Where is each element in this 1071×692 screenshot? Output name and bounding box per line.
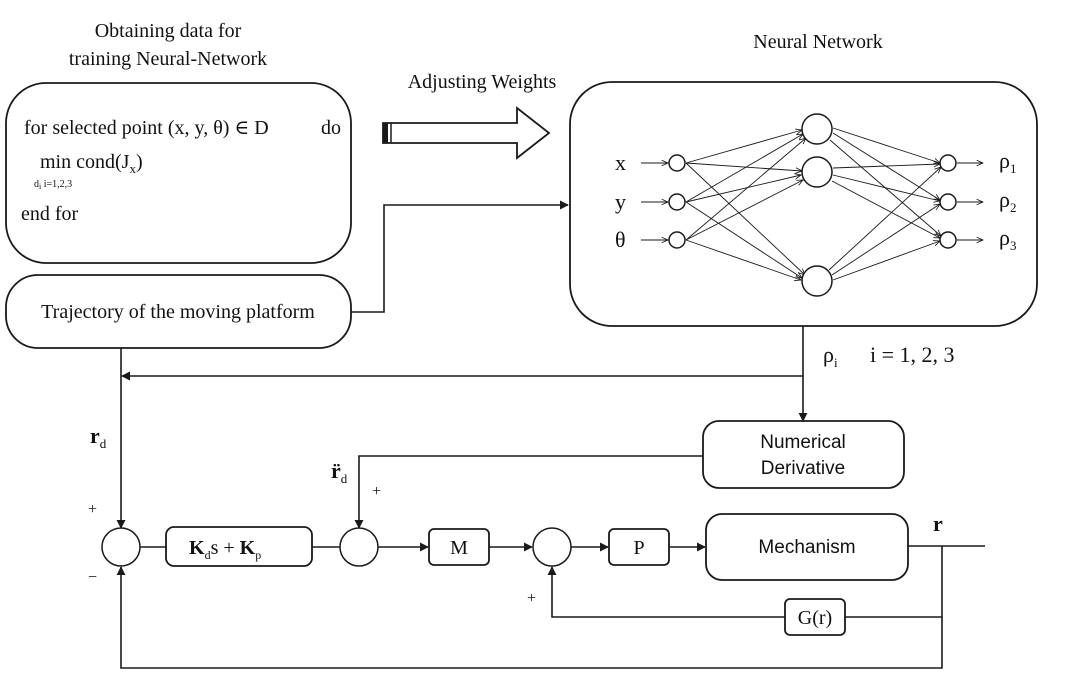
algorithm-line3: end for: [21, 203, 79, 225]
nn-input-node-1: [668, 154, 686, 172]
summing-junction-3: [532, 527, 572, 567]
adjusting-weights-arrow: [382, 106, 551, 160]
trajectory-label: Trajectory of the moving platform: [41, 301, 315, 323]
nn-output-rho2: ρ2: [999, 187, 1016, 215]
algorithm-box: [5, 82, 352, 264]
sum1-plus-sign: +: [88, 501, 97, 518]
m-block-label: M: [450, 537, 468, 559]
nn-hidden-node-3: [801, 265, 833, 297]
nn-output-layer: ρ1 ρ2 ρ3: [939, 148, 1016, 253]
g-to-sum3-line: [547, 566, 785, 618]
mechanism-block: [705, 513, 909, 581]
algorithm-do: do: [321, 117, 341, 139]
nn-title: Neural Network: [753, 31, 882, 53]
nn-hidden-node-1: [801, 113, 833, 145]
nn-input-layer: x y θ: [615, 150, 686, 252]
outer-feedback-line: [116, 566, 943, 669]
controller-label: Kds + Kp: [189, 537, 261, 562]
training-data-title-line2: training Neural-Network: [69, 48, 267, 70]
nn-input-node-3: [668, 231, 686, 249]
nn-hidden-node-2: [801, 156, 833, 188]
rdd-plus-sign: +: [372, 483, 381, 500]
rho-range-label: i = 1, 2, 3: [870, 342, 955, 367]
numerical-derivative-box: [702, 420, 905, 489]
algorithm-subscript: di i=1,2,3: [34, 179, 72, 191]
summing-junction-2: [339, 527, 379, 567]
nn-hidden-layer: [801, 113, 833, 297]
rd-label: rd: [90, 423, 107, 451]
nn-input-node-2: [668, 193, 686, 211]
training-data-title-line1: Obtaining data for: [95, 20, 242, 42]
summing-junction-1: [101, 527, 141, 567]
numerical-derivative-line1: Numerical: [760, 432, 846, 453]
adjusting-weights-label: Adjusting Weights: [408, 71, 557, 93]
nn-output-node-2: [939, 193, 957, 211]
output-r-label: r: [933, 511, 943, 536]
nn-output-node-1: [939, 154, 957, 172]
rdd-line: [354, 455, 703, 529]
algorithm-line1: for selected point (x, y, θ) ∈ D: [24, 117, 269, 139]
nn-input-theta: θ: [615, 227, 626, 252]
nn-output-rho3: ρ3: [999, 225, 1016, 253]
algorithm-line2: min cond(Jx): [40, 151, 143, 176]
nn-input-y: y: [615, 189, 626, 214]
g-block-label: G(r): [798, 607, 832, 629]
sum1-minus-sign: −: [88, 569, 97, 586]
trajectory-to-nn-line: [351, 200, 569, 313]
nn-box: [569, 81, 1038, 327]
rdd-label: r̈d: [331, 458, 348, 486]
p-block-label: P: [633, 537, 644, 559]
mechanism-label: Mechanism: [758, 537, 855, 558]
nn-output-node-3: [939, 231, 957, 249]
numerical-derivative-line2: Derivative: [761, 458, 845, 479]
nn-connections: [685, 127, 941, 280]
rho-i-label: ρi: [823, 342, 838, 370]
nn-output-rho1: ρ1: [999, 148, 1016, 176]
sum3-plus-sign: +: [527, 590, 536, 607]
nn-input-x: x: [615, 150, 626, 175]
